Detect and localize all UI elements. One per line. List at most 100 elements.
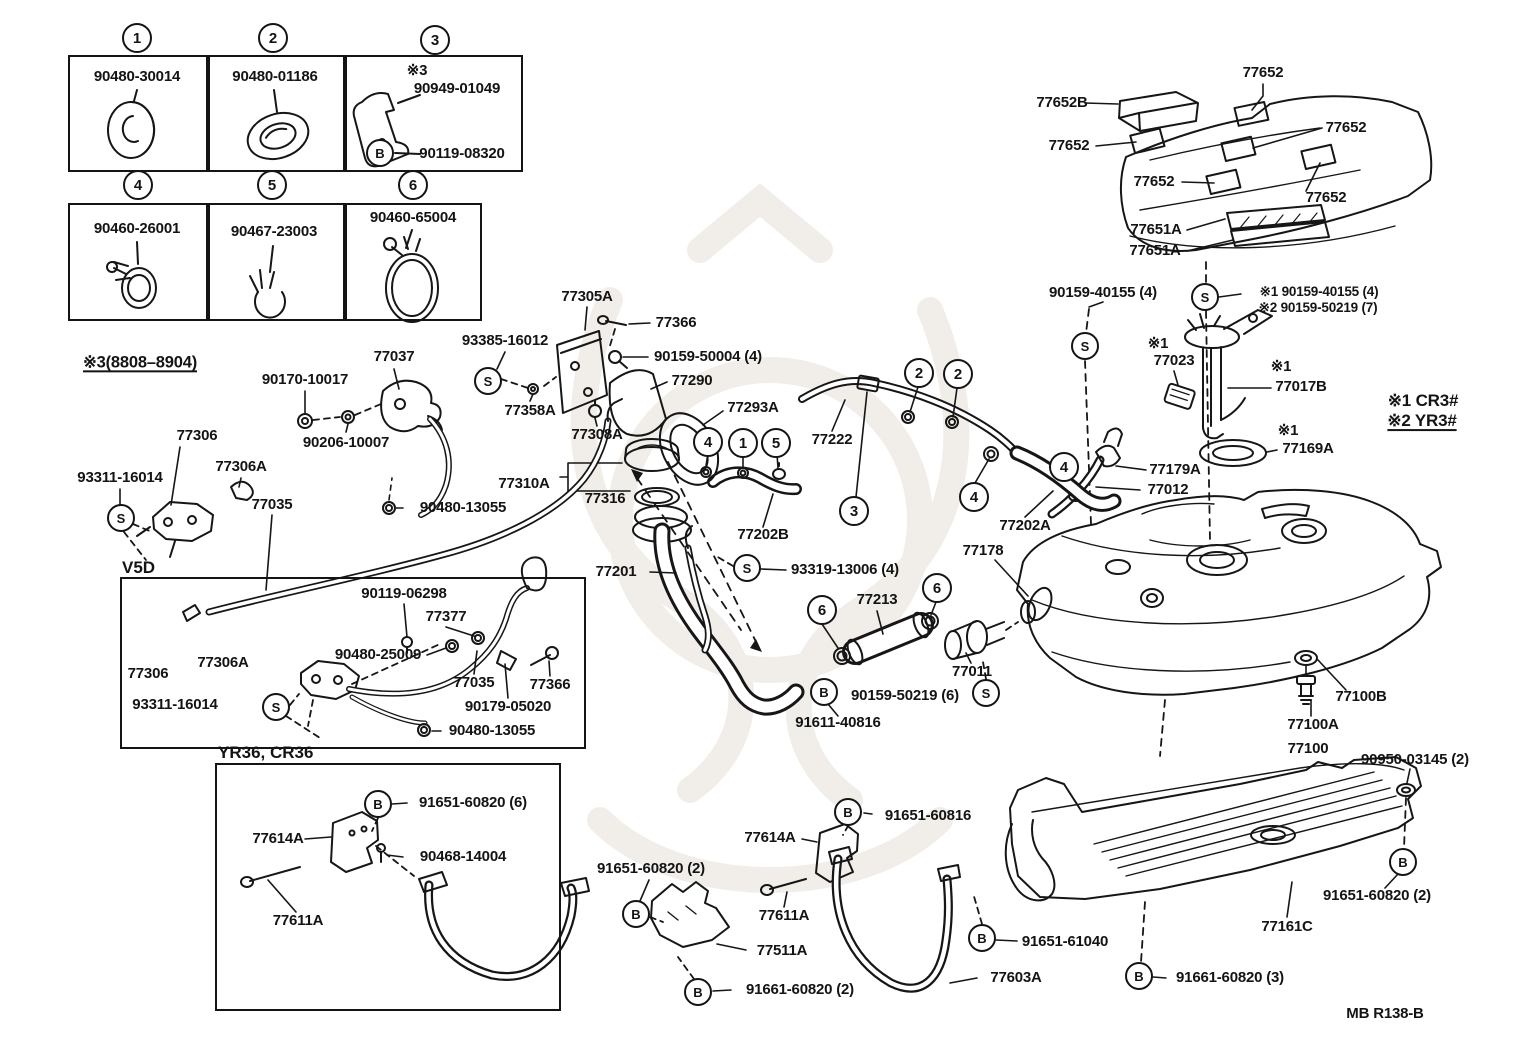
- part-label: 91611-40816: [795, 714, 881, 732]
- part-label: 77201: [595, 563, 637, 581]
- part-label: 77651A: [1130, 221, 1182, 239]
- part-label: 77511A: [756, 942, 808, 960]
- part-label: 77017B: [1275, 378, 1327, 396]
- part-label: 91661-60820 (3): [1176, 969, 1284, 987]
- callout-number-marker: 3: [420, 25, 450, 55]
- part-label: ※1: [1277, 422, 1299, 440]
- part-label: 77358A: [504, 402, 556, 420]
- fastener-marker-s: S: [972, 679, 1000, 707]
- part-label: 90480-25009: [334, 646, 422, 664]
- part-label: 77652: [1048, 137, 1090, 155]
- part-label: 77290: [671, 372, 713, 390]
- part-label: 77306A: [197, 654, 249, 672]
- variant-section-caption: V5D: [122, 558, 156, 577]
- fastener-marker-s: S: [1071, 332, 1099, 360]
- callout-number-marker: 4: [693, 427, 723, 457]
- part-label: 77100B: [1335, 688, 1387, 706]
- part-label: ※1 CR3#: [1387, 391, 1459, 411]
- part-label: 90206-10007: [302, 434, 390, 452]
- part-label: 93311-16014: [132, 696, 218, 714]
- part-label: 77037: [373, 348, 415, 366]
- fastener-marker-b: B: [364, 790, 392, 818]
- part-label: 77603A: [990, 969, 1042, 987]
- part-label: 91651-60820 (2): [597, 860, 705, 878]
- callout-number-marker: 5: [257, 170, 287, 200]
- fastener-marker-s: S: [1191, 283, 1219, 311]
- part-label: 77213: [856, 591, 898, 609]
- hardware-key-box: [68, 203, 210, 321]
- part-label: 90480-13055: [448, 722, 536, 740]
- part-label: 77652B: [1036, 94, 1088, 112]
- callout-number-marker: 4: [959, 482, 989, 512]
- part-label: 90170-10017: [261, 371, 349, 389]
- part-label: 77306: [176, 427, 218, 445]
- part-label: 77651A: [1129, 242, 1181, 260]
- part-label: 77310A: [498, 475, 550, 493]
- hardware-key-box: [343, 203, 482, 321]
- part-label: 77614A: [744, 829, 796, 847]
- part-label: 77652: [1133, 173, 1175, 191]
- part-label: 77306: [127, 665, 169, 683]
- callout-number-marker: 6: [398, 170, 428, 200]
- part-label: ※2 90159-50219 (7): [1258, 299, 1378, 315]
- part-label: 77100: [1287, 740, 1329, 758]
- part-label: ※3: [406, 62, 428, 80]
- fastener-marker-s: S: [107, 504, 135, 532]
- part-label: 77305A: [561, 288, 613, 306]
- part-label: 77179A: [1149, 461, 1201, 479]
- part-label: 77611A: [272, 912, 324, 930]
- part-label: MB R138-B: [1346, 1005, 1424, 1023]
- part-label: 77293A: [727, 399, 779, 417]
- part-label: 77377: [425, 608, 467, 626]
- part-label: 77012: [1147, 481, 1189, 499]
- part-label: 91661-60820 (2): [746, 981, 854, 999]
- variant-section-box: [215, 763, 561, 1011]
- part-label: 77614A: [252, 830, 304, 848]
- part-label: 90159-40155 (4): [1049, 284, 1157, 302]
- part-label: 77023: [1153, 352, 1195, 370]
- part-label: 77366: [655, 314, 697, 332]
- part-label: 90119-08320: [419, 145, 505, 163]
- callout-number-marker: 6: [922, 573, 952, 603]
- callout-number-marker: 4: [123, 170, 153, 200]
- part-label: 77222: [811, 431, 853, 449]
- part-label: 90468-14004: [419, 848, 507, 866]
- part-label: 77366: [529, 676, 571, 694]
- part-label: 77161C: [1261, 918, 1313, 936]
- variant-section-box: [120, 577, 586, 749]
- variant-section-caption: YR36, CR36: [218, 743, 314, 762]
- part-label: 77202B: [737, 526, 789, 544]
- part-label: 91651-61040: [1021, 933, 1109, 951]
- part-label: 90480-01186: [232, 68, 318, 86]
- part-label: 90950-03145 (2): [1361, 751, 1469, 769]
- part-label: 90480-13055: [419, 499, 507, 517]
- part-label: 90467-23003: [230, 223, 318, 241]
- part-label: ※1: [1147, 335, 1169, 353]
- part-label: 90460-26001: [93, 220, 181, 238]
- part-label: 93385-16012: [461, 332, 549, 350]
- part-label: ※1 90159-40155 (4): [1259, 283, 1379, 299]
- part-label: 90460-65004: [369, 209, 457, 227]
- fastener-marker-s: S: [733, 554, 761, 582]
- fastener-marker-s: S: [474, 367, 502, 395]
- callout-number-marker: 5: [761, 428, 791, 458]
- callout-number-marker: 3: [839, 496, 869, 526]
- fastener-marker-b: B: [622, 900, 650, 928]
- part-label: 77035: [453, 674, 495, 692]
- part-label: 91651-60820 (6): [419, 794, 527, 812]
- part-label: 90159-50004 (4): [654, 348, 762, 366]
- callout-number-marker: 2: [943, 359, 973, 389]
- part-label: 77178: [962, 542, 1004, 560]
- part-label: 77306A: [215, 458, 267, 476]
- part-label: 77611A: [758, 907, 810, 925]
- part-label: 91651-60816: [884, 807, 972, 825]
- part-label: 93311-16014: [77, 469, 163, 487]
- part-label: 77316: [584, 490, 626, 508]
- callout-number-marker: 6: [807, 595, 837, 625]
- fastener-marker-s: S: [262, 693, 290, 721]
- fastener-marker-b: B: [1125, 962, 1153, 990]
- part-label: 91651-60820 (2): [1323, 887, 1431, 905]
- part-label: 90949-01049: [413, 80, 501, 98]
